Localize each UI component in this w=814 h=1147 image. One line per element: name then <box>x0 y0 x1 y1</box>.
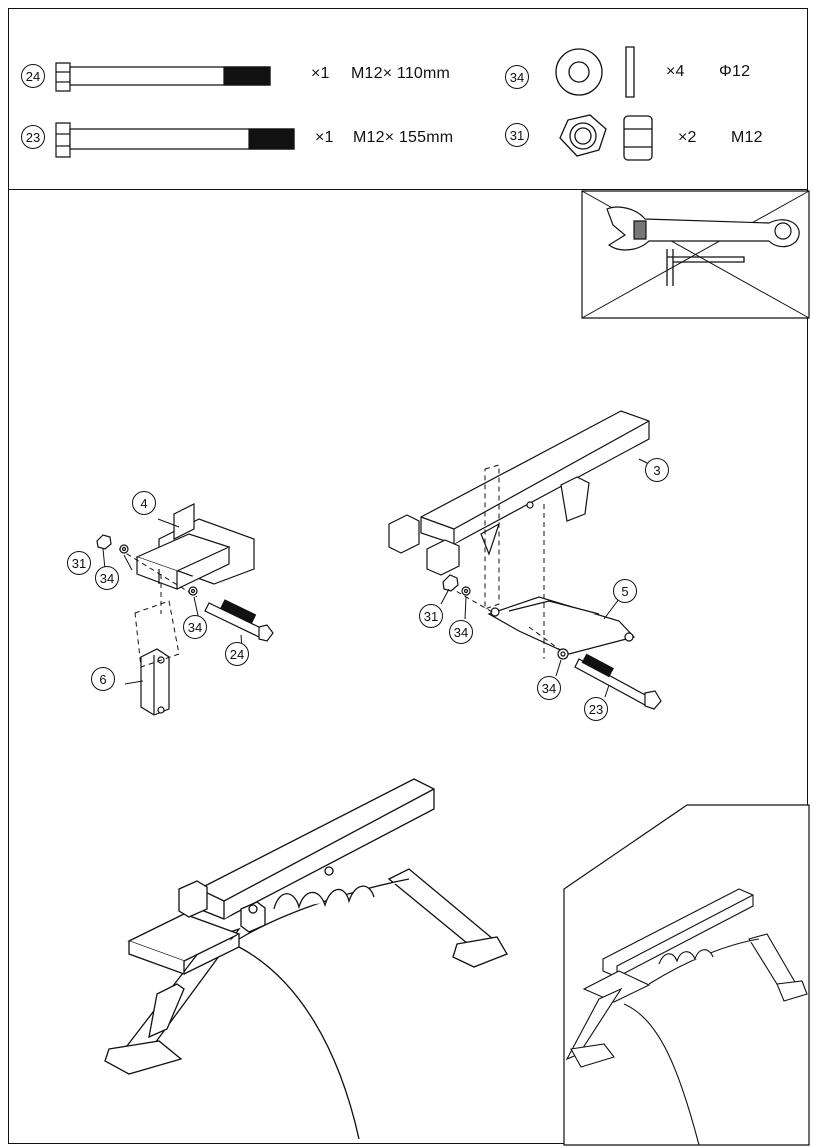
part-callout: 31 <box>67 551 91 575</box>
part-number-badge: 34 <box>505 65 529 89</box>
spec-text: M12× 155mm <box>353 129 454 146</box>
assembly-sheet: 24 <box>8 8 808 1144</box>
assembled-bench-inset <box>9 9 809 1145</box>
qty-text: ×4 <box>666 63 685 80</box>
spec-text: M12× 110mm <box>351 65 451 82</box>
spec-text: M12 <box>731 129 763 146</box>
part-number-badge: 31 <box>505 123 529 147</box>
part-callout: 34 <box>537 676 561 700</box>
part-callout: 34 <box>449 620 473 644</box>
spec-text: Φ12 <box>719 63 751 80</box>
part-callout: 24 <box>225 642 249 666</box>
step-b-drawing <box>9 9 809 1145</box>
part-callout: 31 <box>419 604 443 628</box>
washer-icon <box>556 47 634 97</box>
part-callout: 5 <box>613 579 637 603</box>
qty-text: ×2 <box>678 129 697 146</box>
part-number-badge: 24 <box>21 64 45 88</box>
part-callout: 34 <box>95 566 119 590</box>
assembled-bench-drawing <box>9 9 809 1145</box>
part-callout: 6 <box>91 667 115 691</box>
part-callout: 3 <box>645 458 669 482</box>
qty-text: ×1 <box>315 129 334 146</box>
bolt-icon <box>56 63 270 91</box>
qty-text: ×1 <box>311 65 330 82</box>
part-number-badge: 23 <box>21 125 45 149</box>
part-callout: 23 <box>584 697 608 721</box>
wrench-icon <box>607 207 799 250</box>
step-a-drawing <box>9 9 809 1145</box>
nut-icon <box>560 115 652 160</box>
hardware-drawings <box>9 9 809 189</box>
part-callout: 4 <box>132 491 156 515</box>
allen-key-icon <box>667 249 744 286</box>
tools-box <box>9 9 809 1145</box>
part-callout: 34 <box>183 615 207 639</box>
hardware-panel: 24 <box>9 9 807 190</box>
bolt-icon <box>56 123 294 157</box>
